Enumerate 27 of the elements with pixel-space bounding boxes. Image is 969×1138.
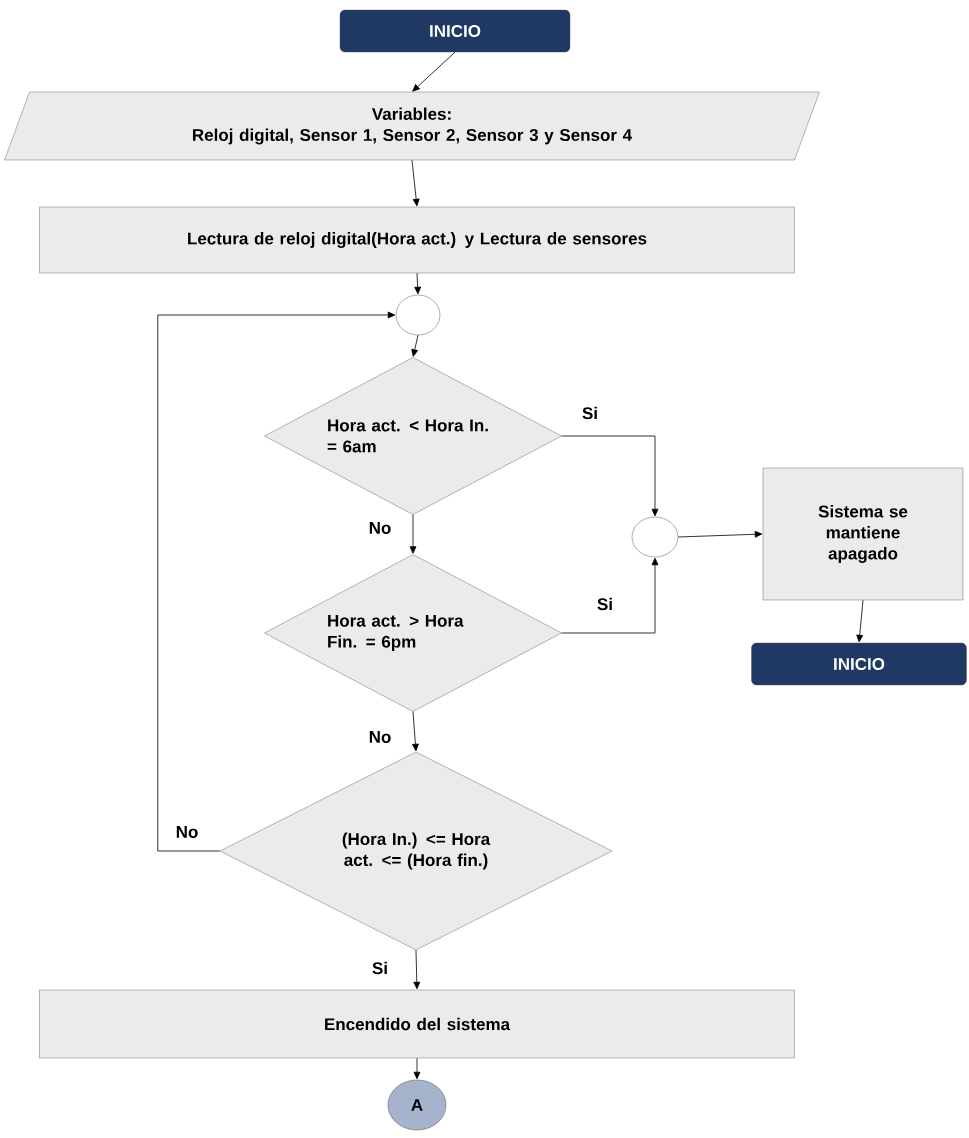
edge-label: No — [367, 730, 393, 744]
connector-circle — [395, 294, 441, 336]
arrow — [856, 599, 864, 643]
input-output-parallelogram: Variables: Reloj digital, Sensor 1, Sensor 2, Sensor 3 y Sensor 4 — [4, 91, 820, 161]
arrow — [561, 557, 659, 634]
arrow — [412, 711, 419, 752]
process-box: Sistema se mantiene apagado — [762, 467, 964, 601]
arrow — [409, 514, 417, 554]
edge-label: Si — [595, 596, 615, 612]
arrow — [413, 949, 421, 990]
edge-label: No — [367, 521, 393, 535]
arrow — [411, 334, 419, 357]
arrow — [411, 159, 420, 207]
edge-label: Si — [370, 960, 390, 976]
process-box: Lectura de reloj digital(Hora act.) y Lectura de sensores — [39, 206, 795, 274]
arrow — [561, 435, 659, 517]
connector-circle — [631, 516, 679, 558]
terminal-box: INICIO — [339, 9, 571, 53]
arrow — [414, 272, 422, 295]
arrow — [677, 530, 763, 538]
edge-label: No — [174, 825, 200, 839]
arrow — [413, 1057, 421, 1080]
arrow — [412, 51, 456, 92]
arrow — [157, 311, 396, 852]
terminal-box: INICIO — [751, 642, 967, 686]
edge-label: Si — [580, 405, 600, 421]
process-box: Encendido del sistema — [39, 989, 795, 1059]
